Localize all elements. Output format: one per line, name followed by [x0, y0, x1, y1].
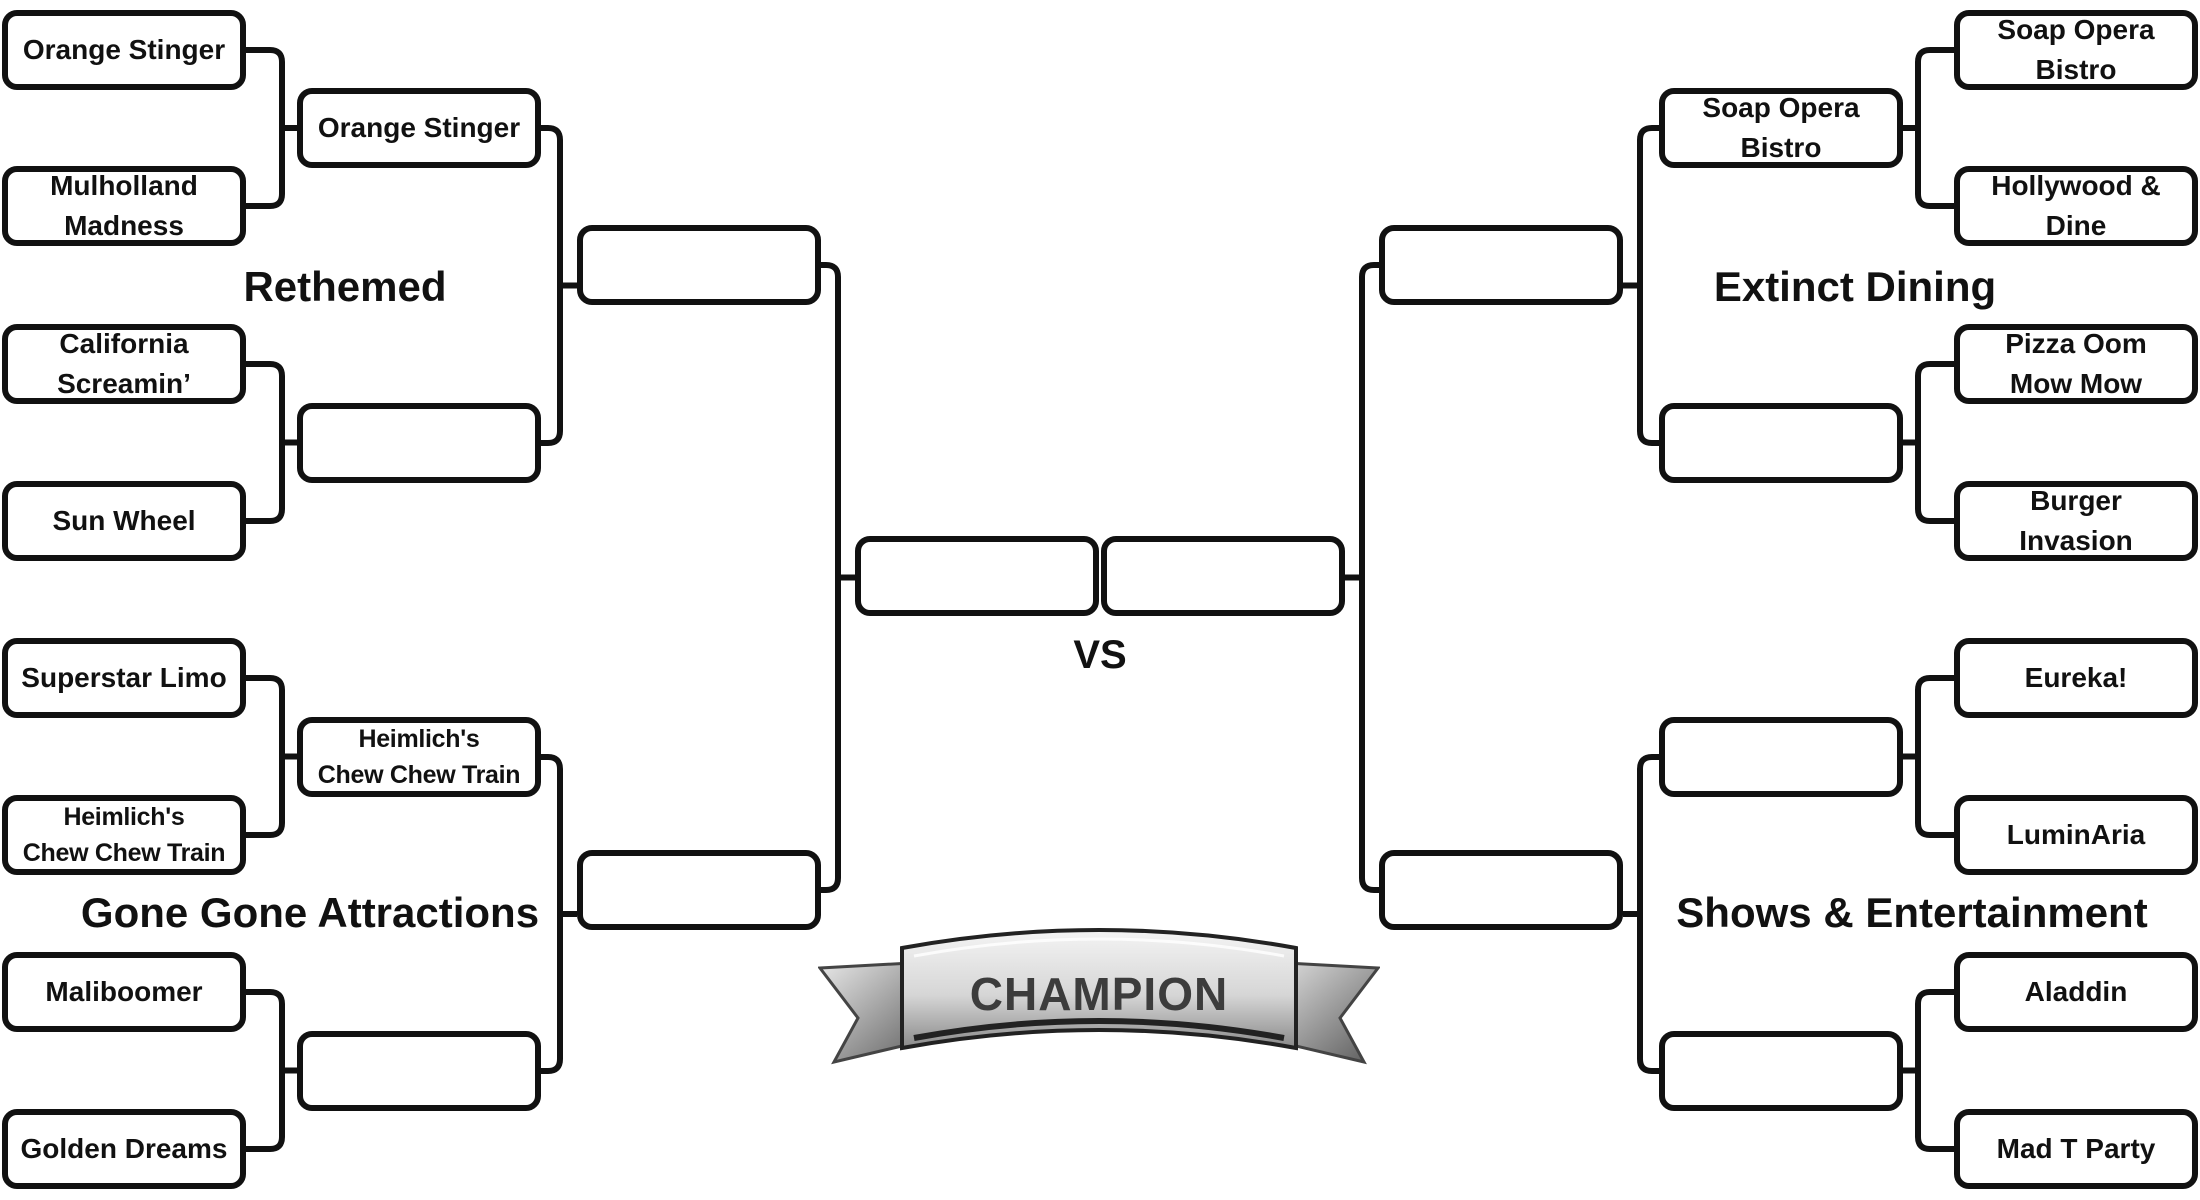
left-finalist-slot[interactable]	[855, 536, 1099, 616]
left-r1-connector-3	[246, 675, 297, 838]
left-round1-slot-5[interactable]: Superstar Limo	[2, 638, 246, 718]
left-round3-slot-1[interactable]	[577, 225, 821, 305]
left-round2-slot-2[interactable]	[297, 403, 541, 483]
right-r1-connector-3	[1903, 675, 1954, 838]
right-r3-connector	[1345, 262, 1379, 893]
right-round1-slot-6[interactable]: LuminAria	[1954, 795, 2198, 875]
left-round1-slot-2[interactable]: Mulholland Madness	[2, 166, 246, 246]
left-r1-connector-4	[246, 989, 297, 1152]
right-r1-connector-1	[1903, 47, 1954, 209]
right-round3-slot-1[interactable]	[1379, 225, 1623, 305]
right-round1-slot-2[interactable]: Hollywood & Dine	[1954, 166, 2198, 246]
left-round2-slot-4[interactable]	[297, 1031, 541, 1111]
right-round1-slot-8[interactable]: Mad T Party	[1954, 1109, 2198, 1189]
left-r1-connector-1	[246, 47, 297, 209]
right-round2-slot-4[interactable]	[1659, 1031, 1903, 1111]
left-round2-slot-3[interactable]: Heimlich's Chew Chew Train	[297, 717, 541, 797]
left-round1-slot-1[interactable]: Orange Stinger	[2, 10, 246, 90]
region-label-bottom-right: Shows & Entertainment	[1676, 889, 2148, 936]
right-round1-slot-3[interactable]: Pizza Oom Mow Mow	[1954, 324, 2198, 404]
right-round1-slot-5[interactable]: Eureka!	[1954, 638, 2198, 718]
champion-ribbon: CHAMPION	[818, 928, 1380, 1065]
left-round1-slot-3[interactable]: California Screamin’	[2, 324, 246, 404]
left-r1-connector-2	[246, 361, 297, 524]
right-r2-connector-2	[1623, 754, 1659, 1074]
right-r1-connector-2	[1903, 361, 1954, 524]
right-round2-slot-2[interactable]	[1659, 403, 1903, 483]
left-round2-slot-1[interactable]: Orange Stinger	[297, 88, 541, 168]
left-round3-slot-2[interactable]	[577, 850, 821, 930]
left-r3-connector	[821, 262, 855, 893]
right-round3-slot-2[interactable]	[1379, 850, 1623, 930]
right-round1-slot-4[interactable]: Burger Invasion	[1954, 481, 2198, 561]
champion-label: CHAMPION	[970, 968, 1228, 1020]
vs-label: VS	[1073, 633, 1127, 677]
right-round1-slot-7[interactable]: Aladdin	[1954, 952, 2198, 1032]
left-round1-slot-8[interactable]: Golden Dreams	[2, 1109, 246, 1189]
left-round1-slot-7[interactable]: Maliboomer	[2, 952, 246, 1032]
region-label-bottom-left: Gone Gone Attractions	[80, 889, 540, 936]
left-r2-connector-2	[541, 754, 577, 1074]
right-finalist-slot[interactable]	[1101, 536, 1345, 616]
right-round1-slot-1[interactable]: Soap Opera Bistro	[1954, 10, 2198, 90]
left-round1-slot-4[interactable]: Sun Wheel	[2, 481, 246, 561]
left-r2-connector-1	[541, 125, 577, 446]
left-round1-slot-6[interactable]: Heimlich's Chew Chew Train	[2, 795, 246, 875]
region-label-top-right: Extinct Dining	[1713, 263, 1997, 310]
right-round2-slot-3[interactable]	[1659, 717, 1903, 797]
right-r2-connector-1	[1623, 125, 1659, 446]
region-label-top-left: Rethemed	[243, 263, 447, 310]
right-round2-slot-1[interactable]: Soap Opera Bistro	[1659, 88, 1903, 168]
right-r1-connector-4	[1903, 989, 1954, 1152]
